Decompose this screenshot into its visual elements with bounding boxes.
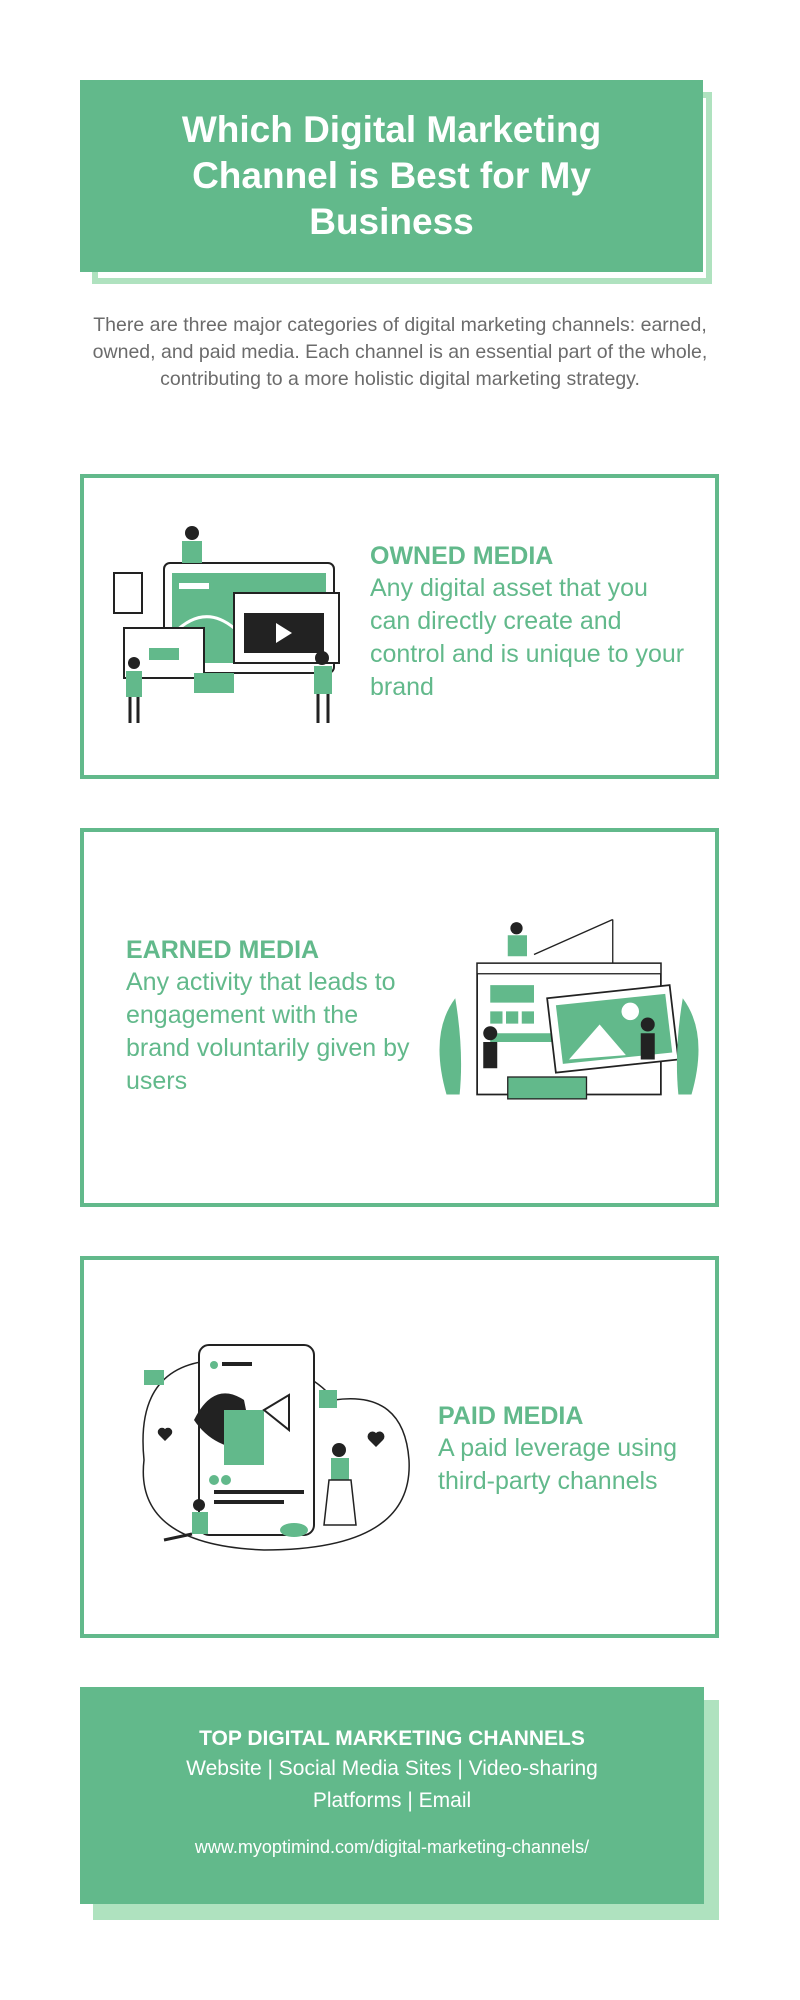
title-banner: Which Digital Marketing Channel is Best … xyxy=(80,80,703,272)
social-media-megaphone-illustration xyxy=(142,1344,410,1551)
website-dashboard-illustration xyxy=(113,526,340,723)
card-heading: EARNED MEDIA xyxy=(126,936,320,964)
intro-text: There are three major categories of digi… xyxy=(92,314,708,390)
card-heading: OWNED MEDIA xyxy=(370,542,554,570)
card-owned-media: OWNED MEDIA Any digital asset that you c… xyxy=(80,474,719,779)
web-page-engagement-illustration xyxy=(439,918,699,1100)
footer-url-link[interactable]: www.myoptimind.com/digital-marketing-cha… xyxy=(194,1837,590,1857)
footer-banner: TOP DIGITAL MARKETING CHANNELS Website |… xyxy=(80,1687,704,1904)
card-body: Any digital asset that you can directly … xyxy=(370,574,685,701)
page-title: Which Digital Marketing Channel is Best … xyxy=(181,109,602,242)
card-body: A paid leverage using third-party channe… xyxy=(438,1434,678,1495)
card-earned-media: EARNED MEDIA Any activity that leads to … xyxy=(80,828,719,1207)
footer-heading: TOP DIGITAL MARKETING CHANNELS xyxy=(199,1727,585,1750)
card-heading: PAID MEDIA xyxy=(438,1402,584,1430)
card-body: Any activity that leads to engagement wi… xyxy=(126,968,410,1095)
card-paid-media: PAID MEDIA A paid leverage using third-p… xyxy=(80,1256,719,1638)
footer-channels: Website | Social Media Sites | Video-sha… xyxy=(186,1757,598,1812)
